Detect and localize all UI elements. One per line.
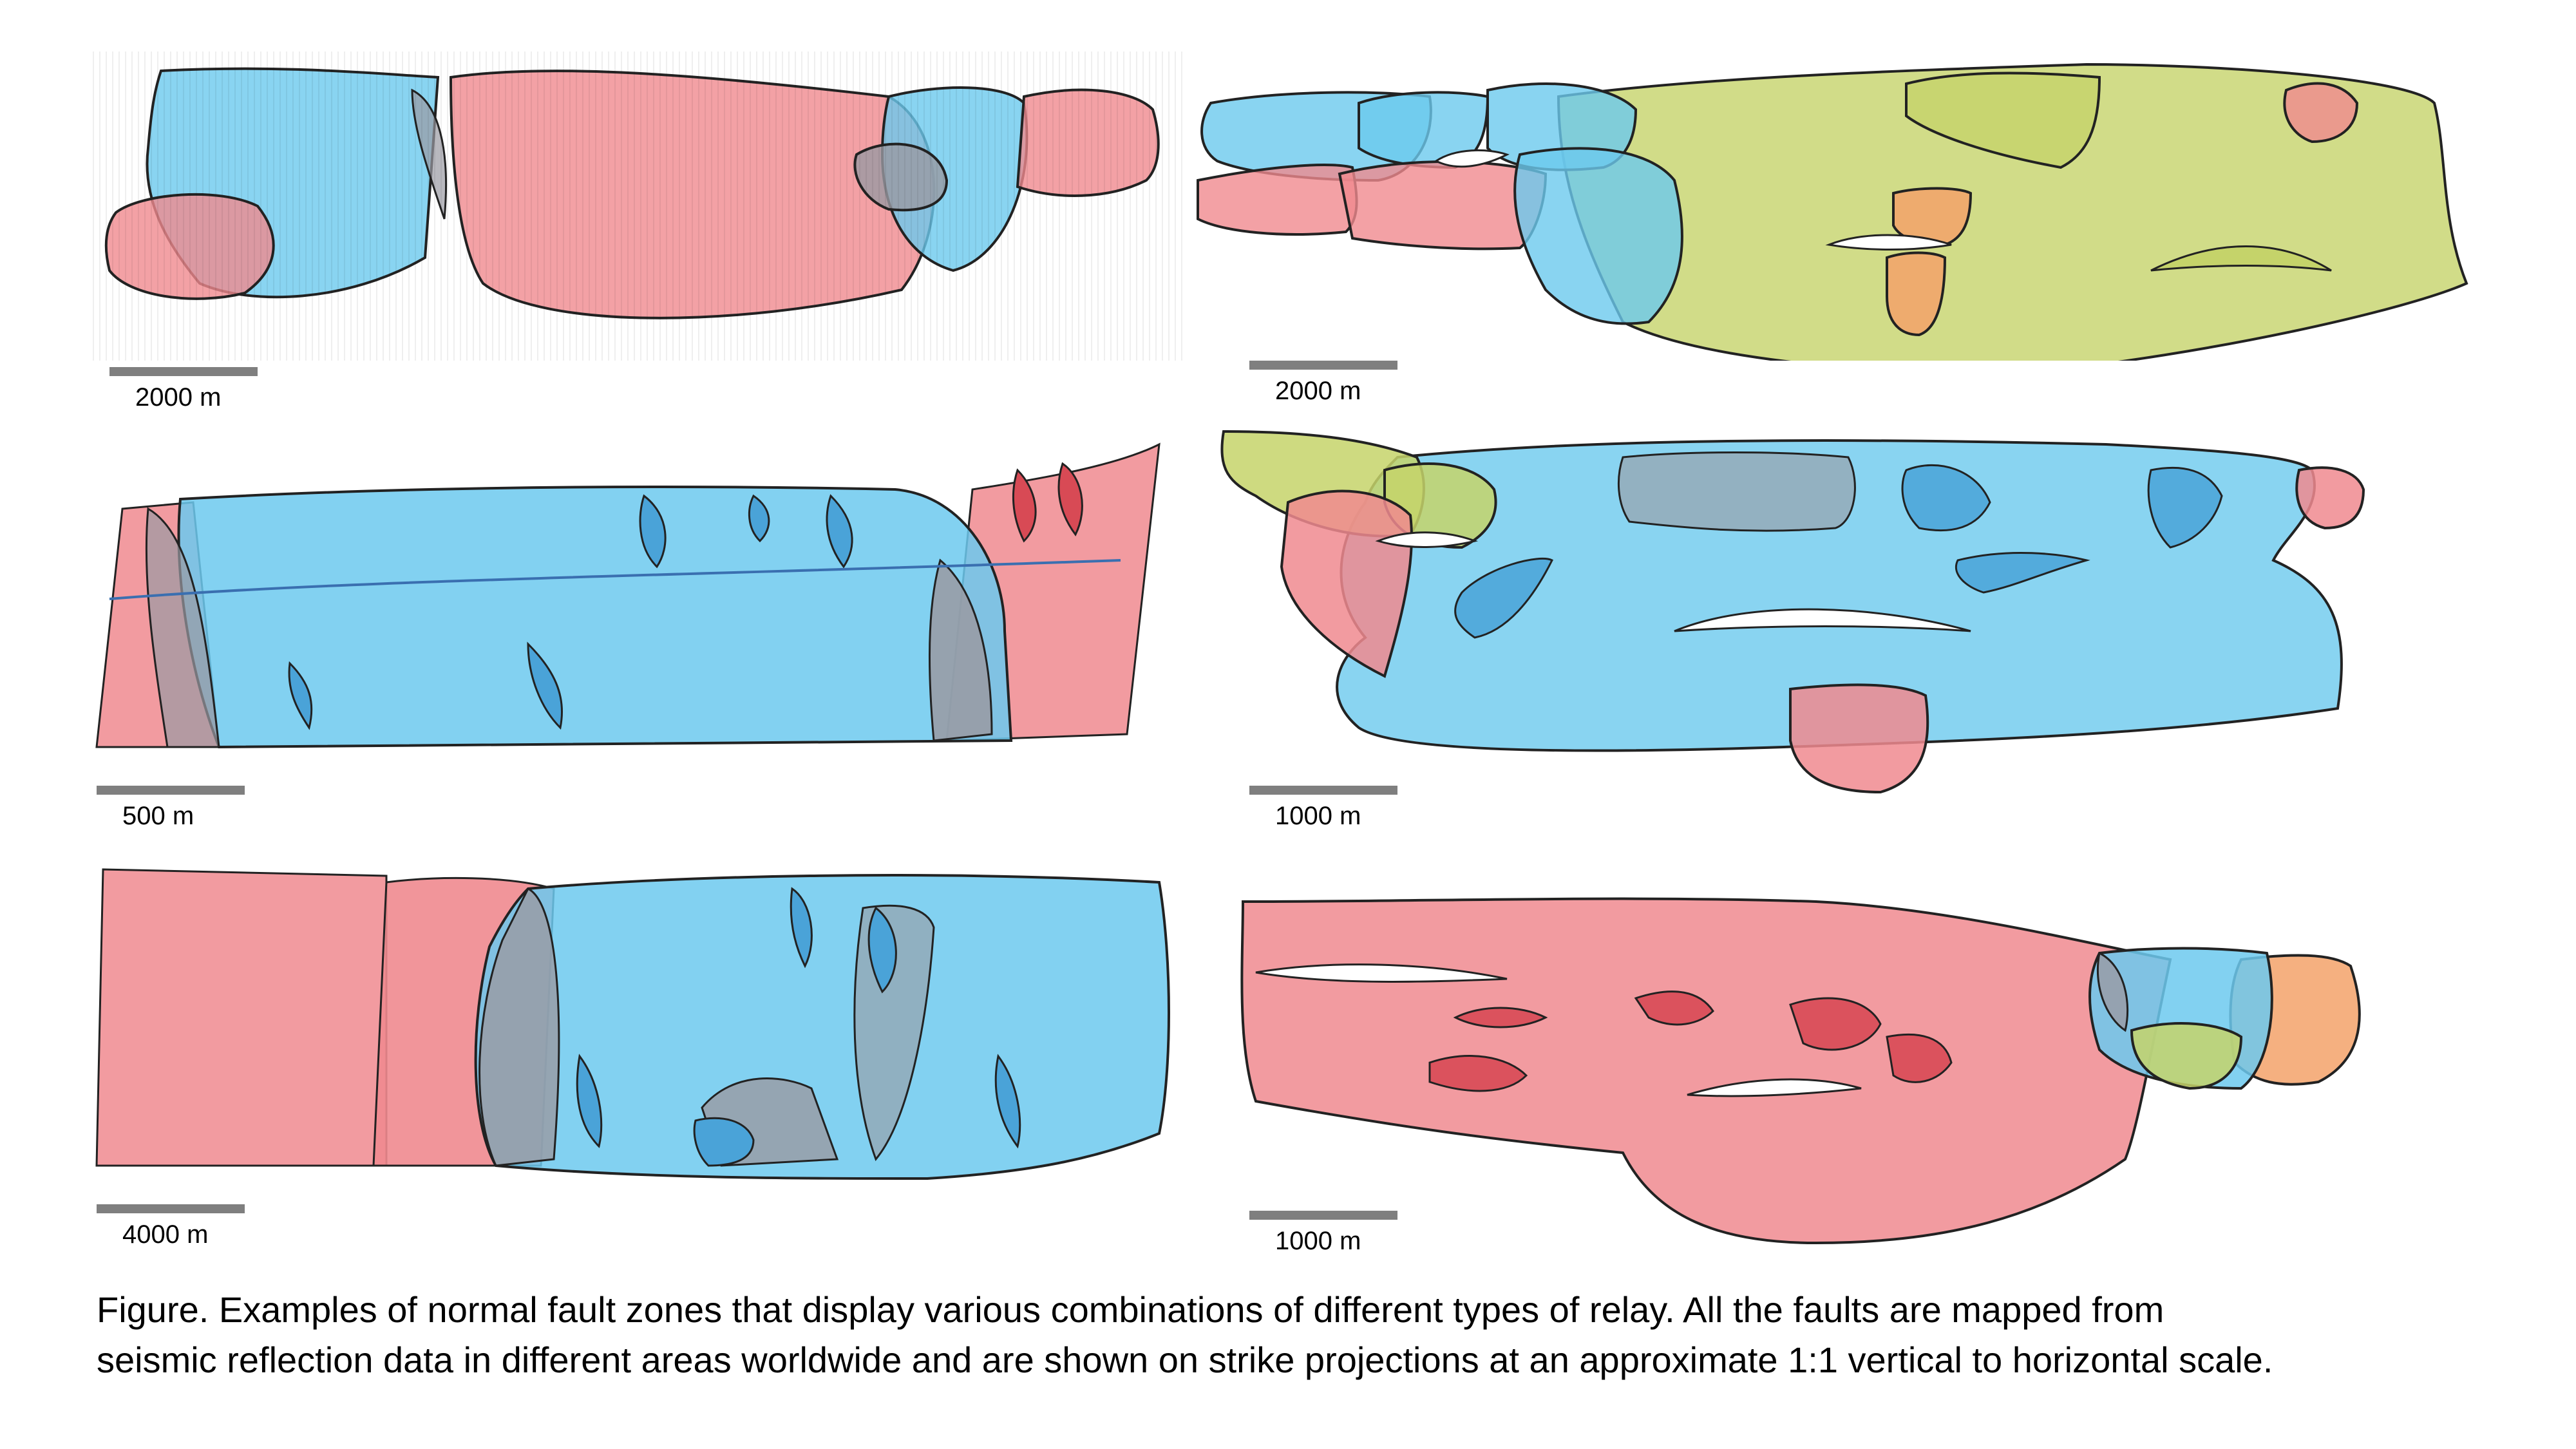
relay-lens xyxy=(639,494,667,569)
fault-panel-a: 2000 m xyxy=(90,52,1185,412)
relay-lens xyxy=(288,661,313,730)
relay-lens xyxy=(1453,1007,1548,1028)
scale-label: 2000 m xyxy=(135,383,222,412)
fault-segment-olive xyxy=(2130,1022,2243,1090)
relay-lens xyxy=(867,906,897,994)
relay-lens xyxy=(2147,466,2223,549)
relay-lens xyxy=(748,494,770,543)
fault-panel-b: 2000 m xyxy=(1185,52,2473,405)
fault-segment-blue xyxy=(474,874,1170,1180)
relay-overlap xyxy=(928,558,993,742)
relay-gap xyxy=(1255,963,1508,983)
fault-segment-red xyxy=(2283,82,2359,144)
fault-segment-red xyxy=(1240,897,2172,1245)
fault-segment-red xyxy=(1280,489,1413,678)
relay-lens xyxy=(1454,557,1554,639)
relay-lens xyxy=(1886,1033,1953,1083)
fault-segment-red xyxy=(1789,683,1929,794)
relay-lens xyxy=(1634,990,1714,1026)
relay-lens xyxy=(1057,462,1083,536)
relay-lens xyxy=(527,641,564,730)
relay-lens xyxy=(826,494,853,569)
fault-segment-red-left xyxy=(95,868,388,1167)
fault-panel-f: 1000 m xyxy=(1236,882,2492,1269)
relay-gap xyxy=(1687,1078,1862,1097)
fault-panel-c: 500 m xyxy=(90,438,1185,830)
scale-bar xyxy=(1249,786,1397,795)
fault-segment-olive xyxy=(1557,62,2468,361)
relay-lens xyxy=(1901,464,1991,532)
scale-bar xyxy=(1249,361,1397,370)
relay-lens xyxy=(1955,551,2090,594)
caption-line-1: Figure. Examples of normal fault zones t… xyxy=(97,1289,2164,1330)
scale-label: 1000 m xyxy=(1275,1227,1361,1255)
scale-label: 4000 m xyxy=(122,1220,209,1249)
fault-segment-olive-ne xyxy=(1905,71,2101,169)
relay-overlap xyxy=(2096,951,2129,1032)
scale-bar xyxy=(97,1204,245,1213)
relay-overlap xyxy=(145,507,220,748)
relay-gap xyxy=(1375,531,1479,548)
scale-bar xyxy=(97,786,245,795)
relay-lens xyxy=(994,1054,1021,1149)
scale-bar xyxy=(1249,1211,1397,1220)
relay-lens xyxy=(576,1054,603,1148)
scale-label: 500 m xyxy=(122,802,194,830)
relay-overlap xyxy=(478,887,560,1167)
figure-caption: Figure. Examples of normal fault zones t… xyxy=(97,1285,2505,1385)
fault-panel-e: 4000 m xyxy=(90,863,1185,1249)
relay-overlap xyxy=(1618,451,1856,532)
fault-segment-blue xyxy=(1358,91,1490,169)
scale-label: 1000 m xyxy=(1275,802,1361,830)
fault-segment-blue xyxy=(1513,147,1683,325)
relay-gap xyxy=(1674,608,1971,632)
fault-segment-red xyxy=(1197,164,1358,236)
relay-gap xyxy=(2150,245,2332,272)
fault-segment-red xyxy=(2295,466,2365,530)
scale-label: 2000 m xyxy=(1275,377,1361,405)
scale-bar xyxy=(109,367,258,376)
relay-gap xyxy=(1825,234,1952,251)
fault-panel-d: 1000 m xyxy=(1204,419,2492,830)
relay-gap xyxy=(1434,149,1510,168)
relay-lens xyxy=(1789,997,1882,1051)
caption-line-2: seismic reflection data in different are… xyxy=(97,1340,2273,1380)
fault-segment-orange xyxy=(1886,251,1947,337)
horizon-line xyxy=(109,559,1121,600)
relay-lens xyxy=(790,887,813,969)
relay-lens xyxy=(1428,1055,1528,1092)
relay-lens xyxy=(693,1117,755,1167)
relay-lens xyxy=(1012,468,1037,543)
